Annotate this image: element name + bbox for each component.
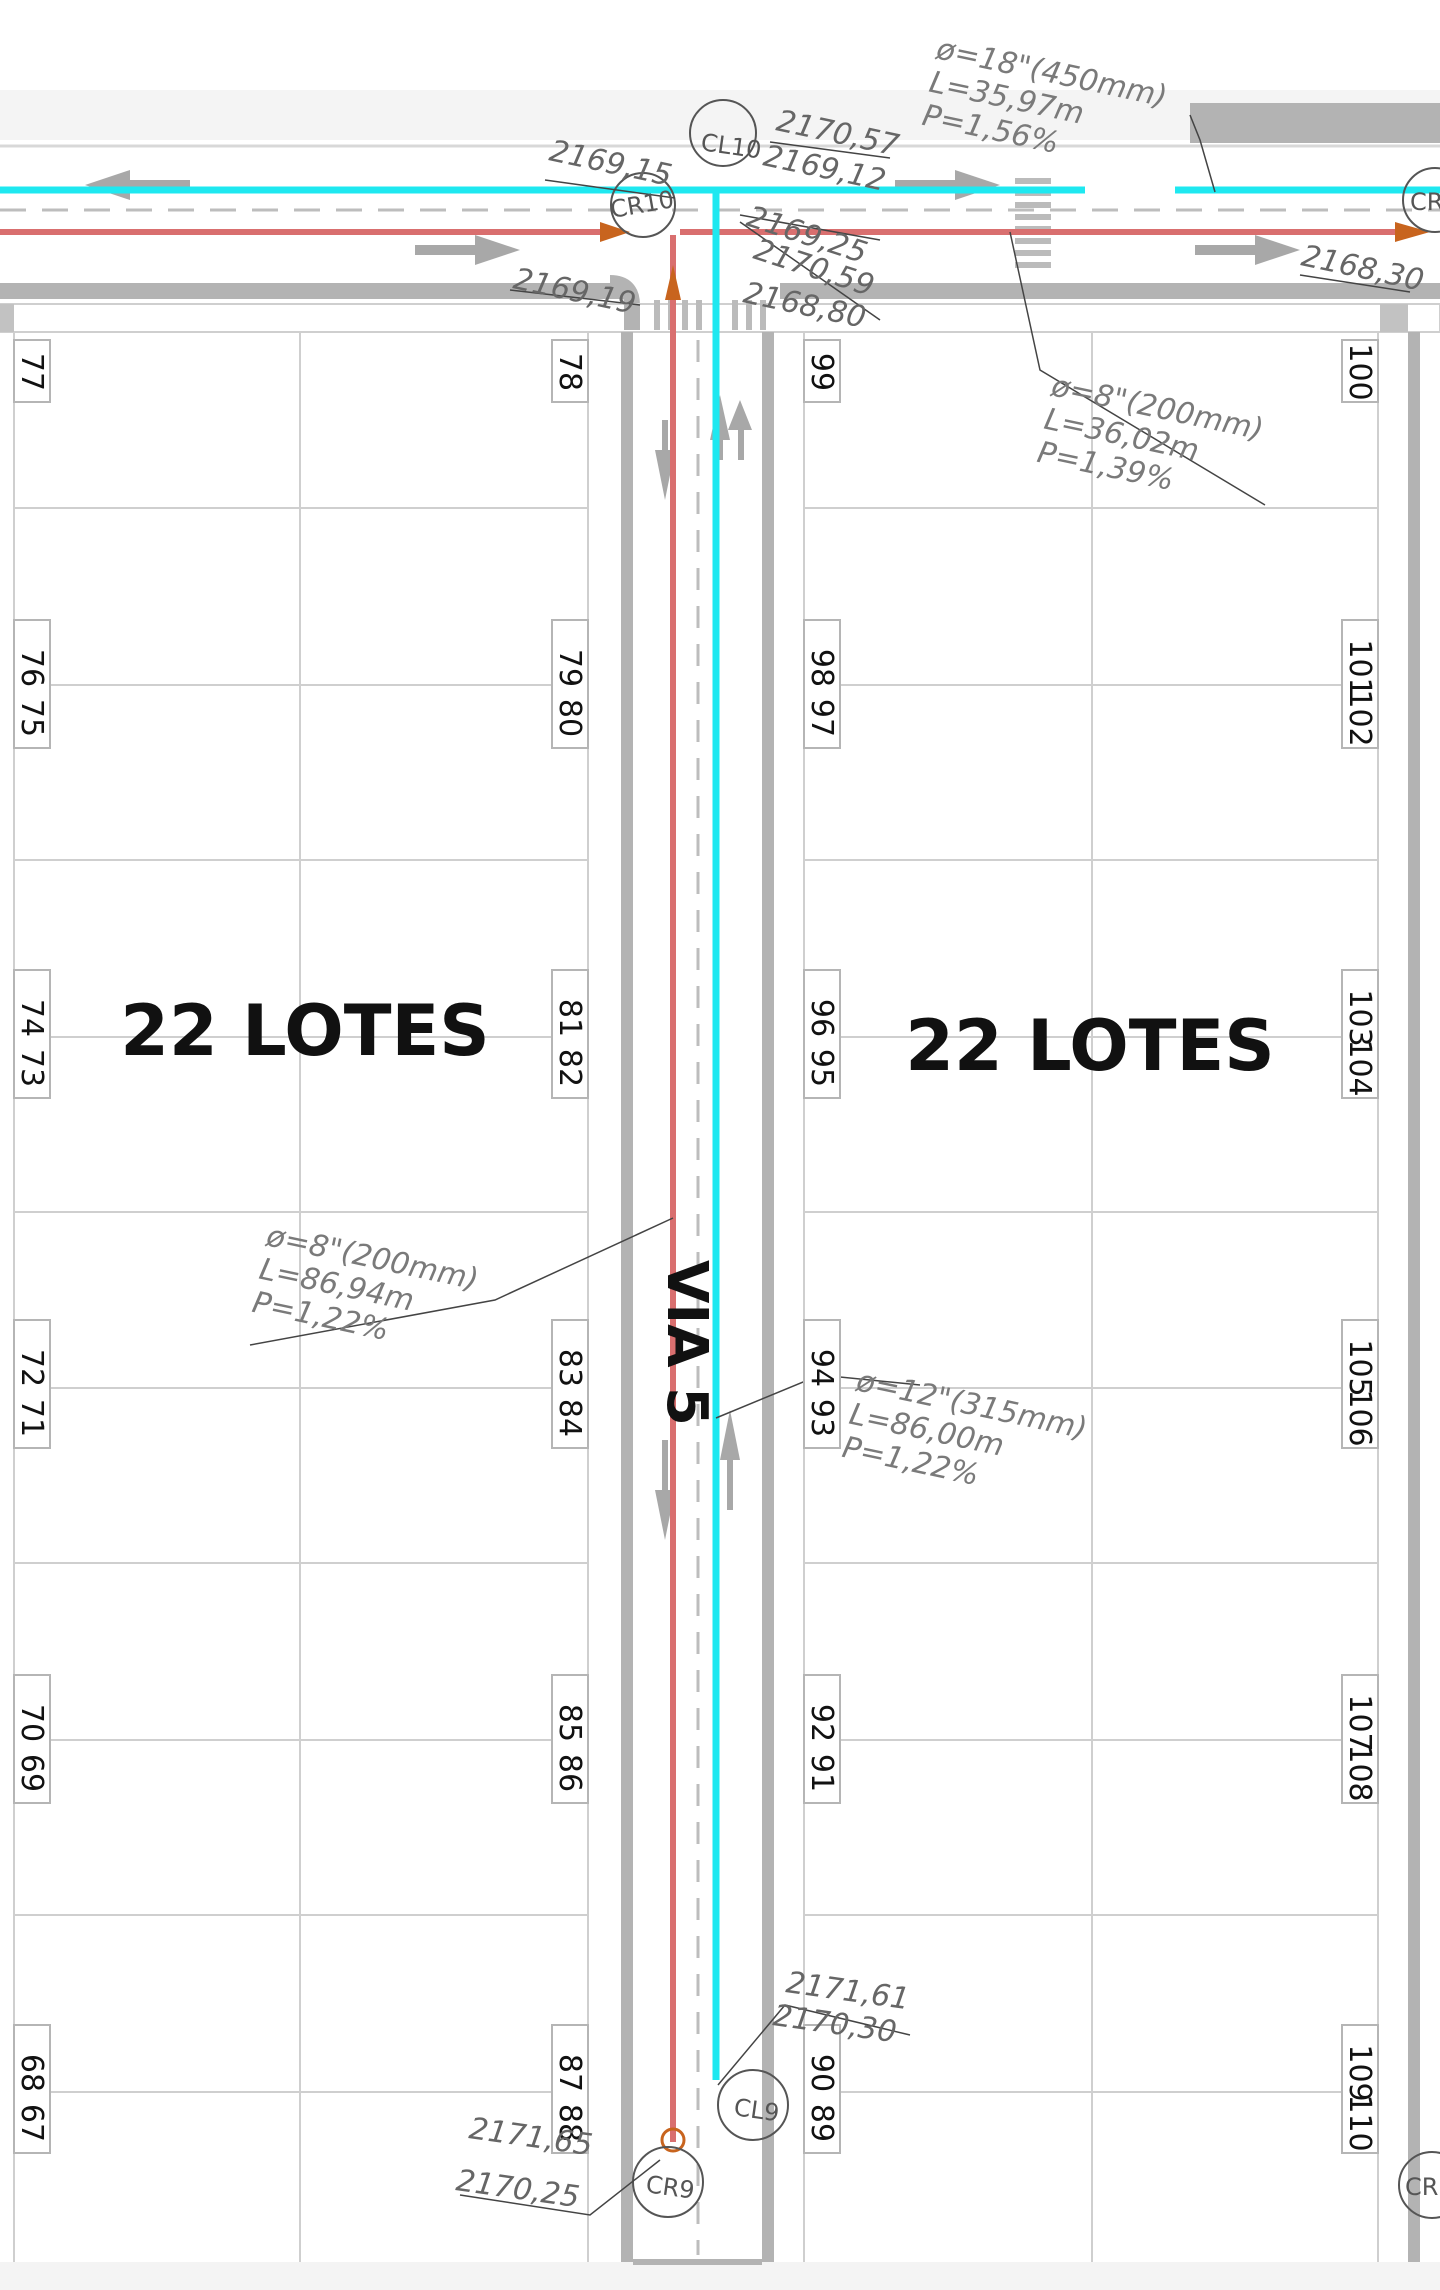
cr9-fitting [660,2127,686,2153]
elev-cr10-top: 2169,15 [546,134,675,194]
lot-right-outer-105: 105 [1342,1339,1377,1396]
lot-right-outer-104: 104 [1342,1039,1377,1096]
lot-right-outer-103: 103 [1342,989,1377,1046]
lot-left-outer-70: 70 [14,1704,49,1742]
pipe-top-branch-annotation: ø=8"(200mm) L=36,02m P=1,39% [1034,368,1266,498]
lot-left-outer-69: 69 [14,1754,49,1792]
lot-right-inner-96: 96 [804,999,839,1037]
bottom-sidewalk-hatch [0,2262,1440,2290]
lot-right-outer-108: 108 [1342,1744,1377,1801]
node-cr-right-bottom-circle [1398,2151,1440,2219]
fittings [600,222,1430,300]
sidewalk-cap-right [1380,304,1408,332]
lot-right-inner-99: 99 [804,353,839,391]
lot-number-boxes [13,339,1379,2154]
curb-left [0,283,625,299]
lot-left-inner-83: 83 [552,1349,587,1387]
lot-left-outer-75: 75 [14,699,49,737]
lot-right-inner-94: 94 [804,1349,839,1387]
lot-right-inner-90: 90 [804,2054,839,2092]
node-cr10-circle [610,172,676,238]
lot-right-outer-100: 100 [1342,343,1377,400]
via-curb-left [621,332,633,2262]
lot-right-inner-98: 98 [804,649,839,687]
node-cl9-label: CL9 [732,2093,781,2127]
node-cr-right-top-circle [1402,167,1440,233]
lot-left-inner-84: 84 [552,1399,587,1437]
block-right-label: 22 LOTES [905,1005,1274,1087]
pipe-top-main-annotation: ø=18"(450mm) L=35,97m P=1,56% [919,31,1170,161]
lot-right-inner-92: 92 [804,1704,839,1742]
lot-right-outer-102: 102 [1342,689,1377,746]
lot-right-outer-106: 106 [1342,1389,1377,1446]
curb-far-right [1408,332,1420,2262]
lot-right-inner-97: 97 [804,699,839,737]
node-cl10-circle [689,99,757,167]
via-curb-right [762,332,774,2262]
sewer-lines [0,229,1400,2142]
lot-numbers: 77 76 75 74 73 72 71 70 69 68 67 78 79 80 81 82 83 84 85 86… [14,343,1377,2151]
sidewalk-cap-left [0,304,14,332]
sidewalk-strip [0,303,1440,333]
lot-right-outer-110: 110 [1342,2094,1377,2151]
node-cl9-circle [717,2069,789,2141]
lot-left-outer-72: 72 [14,1349,49,1387]
lot-left-inner-79: 79 [552,649,587,687]
lot-right-outer-101: 101 [1342,639,1377,696]
lot-right-inner-91: 91 [804,1754,839,1792]
lot-left-outer-68: 68 [14,2054,49,2092]
lot-left-outer-67: 67 [14,2104,49,2142]
lot-left-inner-80: 80 [552,699,587,737]
pipe-via-water-annotation: ø=12"(315mm) L=86,00m P=1,22% [839,1363,1090,1493]
curb-top-right [1190,103,1440,143]
lot-left-outer-76: 76 [14,649,49,687]
node-cr9-label: CR9 [644,2170,696,2205]
lot-left-inner-78: 78 [552,353,587,391]
lot-left-inner-87: 87 [552,2054,587,2092]
node-cr-right-top-label: CR [1410,188,1440,216]
curb-right [780,283,1440,299]
lot-right-outer-109: 109 [1342,2044,1377,2101]
pipe-via-sewer-annotation: ø=8"(200mm) L=86,94m P=1,22% [249,1218,481,1348]
street-label: VIA 5 [654,1260,719,1426]
lot-left-outer-73: 73 [14,1049,49,1087]
lot-right-outer-107: 107 [1342,1694,1377,1751]
water-lines [0,186,1440,2080]
elev-cr9-bottom: 2170,25 [454,2163,582,2215]
lot-left-inner-82: 82 [552,1049,587,1087]
lot-left-outer-74: 74 [14,999,49,1037]
lot-right-inner-93: 93 [804,1399,839,1437]
node-cr-right-bottom-label: CR [1405,2173,1438,2201]
lot-left-outer-77: 77 [14,353,49,391]
lot-left-inner-88: 88 [552,2104,587,2142]
lot-left-inner-81: 81 [552,999,587,1037]
lot-left-outer-71: 71 [14,1399,49,1437]
lot-right-inner-95: 95 [804,1049,839,1087]
lot-left-inner-86: 86 [552,1754,587,1792]
block-left-label: 22 LOTES [120,990,489,1072]
lot-left-inner-85: 85 [552,1704,587,1742]
elev-cr10-bottom: 2169,19 [510,262,639,322]
lot-right-inner-89: 89 [804,2104,839,2142]
